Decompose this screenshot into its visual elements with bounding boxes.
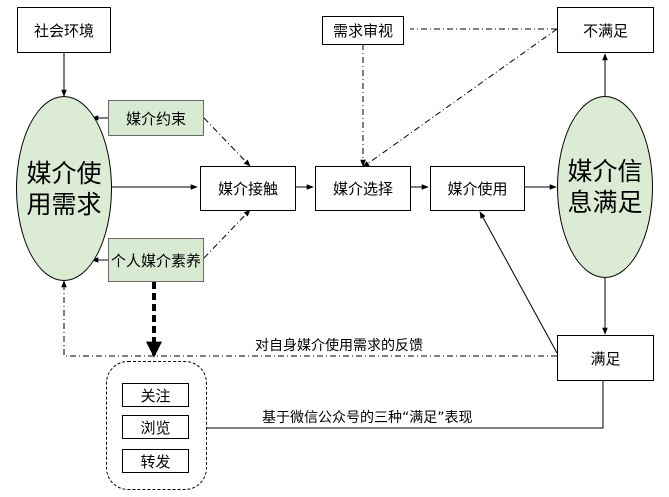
node-media-need-oval: 媒介使用需求	[16, 96, 112, 281]
edge-literacy-to-contact	[203, 209, 251, 259]
node-need-review: 需求审视	[322, 16, 404, 45]
actions-group	[106, 361, 207, 490]
node-media-satisfaction-oval: 媒介信息满足	[557, 96, 653, 278]
node-media-choice: 媒介选择	[315, 166, 411, 211]
label-three-satisfactions: 基于微信公众号的三种“满足”表现	[262, 410, 473, 426]
edge-satisfied-to-use	[479, 211, 558, 354]
node-unsatisfied: 不满足	[557, 7, 654, 53]
edge-constraint-to-contact	[203, 117, 251, 167]
label-feedback: 对自身媒介使用需求的反馈	[255, 338, 423, 354]
node-social-environment: 社会环境	[17, 7, 111, 53]
node-media-contact: 媒介接触	[200, 166, 296, 211]
edge-unsatisfied-to-choice	[362, 28, 558, 168]
edge-satisfied-to-actions	[207, 381, 604, 429]
action-forward: 转发	[122, 449, 189, 473]
node-media-use: 媒介使用	[430, 166, 525, 211]
node-satisfied: 满足	[557, 335, 654, 381]
edge-feedback	[61, 280, 557, 357]
node-media-constraint: 媒介约束	[108, 100, 204, 136]
action-follow: 关注	[122, 383, 189, 407]
node-personal-literacy: 个人媒介素养	[108, 238, 204, 282]
action-browse: 浏览	[122, 415, 189, 439]
